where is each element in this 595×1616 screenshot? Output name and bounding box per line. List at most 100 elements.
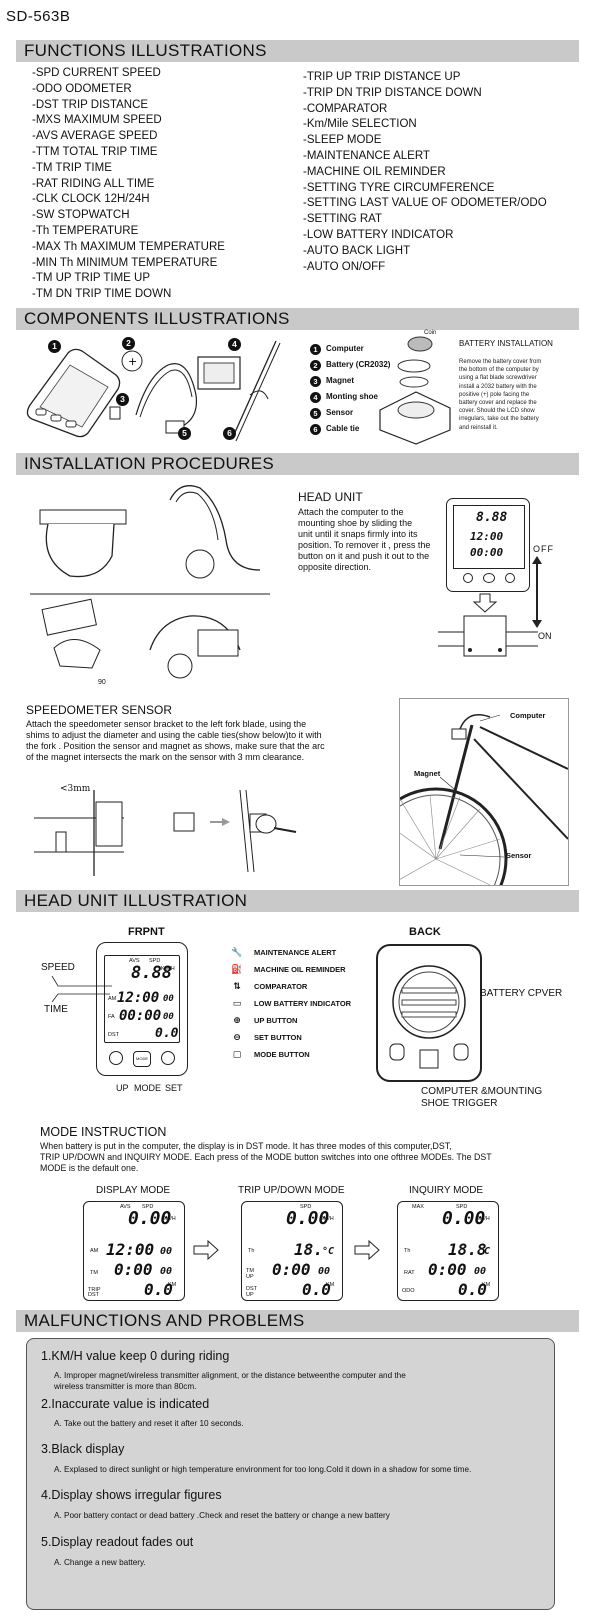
function-item: -AUTO ON/OFF: [303, 260, 386, 273]
front-lcd: AVS SPD 8.88 KM/H AM 12:00 00 FA 00:00 0…: [104, 955, 180, 1043]
battery-installation-title: BATTERY INSTALLATION: [459, 339, 553, 348]
function-item: -TM TRIP TIME: [32, 161, 112, 174]
mode-instruction-text: When battery is put in the computer, the…: [40, 1141, 492, 1173]
function-item: -SETTING LAST VALUE OF ODOMETER/ODO: [303, 197, 547, 210]
function-item: -SPD CURRENT SPEED: [32, 67, 161, 79]
coin-label: Coin: [424, 330, 437, 336]
functions-list-right: -TRIP UP TRIP DISTANCE UP -TRIP DN TRIP …: [303, 70, 547, 275]
function-item: -CLK CLOCK 12H/24H: [32, 193, 150, 206]
component-number: 1: [48, 340, 61, 353]
functions-list-left: -SPD CURRENT SPEED -ODO ODOMETER -DST TR…: [32, 66, 225, 303]
problem-answer: A. Take out the battery and reset it aft…: [54, 1419, 244, 1428]
legend-item: ⇅COMPARATOR: [228, 978, 351, 995]
battery-drawing: Coin: [376, 330, 454, 448]
mode-button[interactable]: MODE: [133, 1051, 151, 1067]
rotation-degree: 90: [98, 679, 106, 686]
problem-answer: A. Explased to direct sunlight or high t…: [54, 1465, 472, 1474]
set-callout: SET: [165, 1083, 183, 1093]
mode-title: DISPLAY MODE: [96, 1185, 171, 1196]
oil-can-icon: ⛽: [231, 964, 243, 974]
battery-icon: ▭: [232, 998, 242, 1008]
section-header-head-unit: HEAD UNIT ILLUSTRATION: [16, 890, 579, 912]
speed-callout: SPEED: [41, 962, 75, 973]
function-item: -TTM TOTAL TRIP TIME: [32, 145, 158, 158]
small-lcd: 8.88 12:00 00:00: [453, 505, 525, 569]
up-button-icon: ⊕: [233, 1015, 241, 1025]
set-button-icon: ⊖: [233, 1032, 241, 1042]
head-unit-back: [376, 944, 482, 1082]
mounting-shoe-drawing: [438, 593, 538, 657]
section-header-installation: INSTALLATION PROCEDURES: [16, 453, 579, 475]
problem-answer: A. Poor battery contact or dead battery …: [54, 1511, 390, 1520]
function-item: -ODO ODOMETER: [32, 82, 132, 95]
head-unit-title: HEAD UNIT: [298, 490, 363, 504]
set-button[interactable]: [505, 573, 515, 583]
arrow-right-icon: [193, 1240, 219, 1260]
legend-item: ▢MODE BUTTON: [228, 1046, 351, 1063]
mode-title: TRIP UP/DOWN MODE: [238, 1185, 345, 1196]
mode-button-icon: ▢: [232, 1049, 242, 1059]
icon-legend: 🔧MAINTENANCE ALERT ⛽MACHINE OIL REMINDER…: [228, 944, 351, 1063]
inquiry-mode-lcd: MAX SPD 0.00 KM/H Th 18.8 C RAT 0:00 00 …: [397, 1201, 499, 1301]
component-number: 6: [223, 427, 236, 440]
function-item: -LOW BATTERY INDICATOR: [303, 228, 454, 241]
bike-computer-label: Computer: [510, 711, 546, 720]
comparator-icon: ⇅: [233, 981, 241, 991]
function-item: -TM UP TRIP TIME UP: [32, 272, 150, 285]
battery-installation-text: Remove the battery cover from the bottom…: [459, 359, 542, 431]
display-mode-lcd: AVS SPD 0.00 KM/H AM 12:00 00 TM 0:00 00…: [83, 1201, 185, 1301]
legend-item: 🔧MAINTENANCE ALERT: [228, 944, 351, 961]
function-item: -MXS MAXIMUM SPEED: [32, 114, 162, 127]
section-header-functions: FUNCTIONS ILLUSTRATIONS: [16, 40, 579, 62]
components-illustration: + 1 2 3 4 5 6: [18, 335, 298, 445]
bike-illustration: Computer Magnet Sensor: [364, 698, 569, 931]
trip-mode-lcd: SPD 0.00 KM/H Th 18. °C TM UP 0:00 00 DS…: [241, 1201, 343, 1301]
problem-heading: 1.KM/H value keep 0 during riding: [41, 1349, 230, 1363]
sensor-drawings: <3mm: [34, 780, 304, 880]
set-button[interactable]: [161, 1051, 175, 1065]
up-callout: UP: [116, 1083, 129, 1093]
head-unit-text: Attach the computer to the mounting shoe…: [298, 507, 431, 572]
on-off-arrow-icon: [532, 556, 542, 628]
head-unit-front: AVS SPD 8.88 KM/H AM 12:00 00 FA 00:00 0…: [96, 942, 188, 1076]
legend-item: ⊕UP BUTTON: [228, 1012, 351, 1029]
function-item: -MACHINE OIL REMINDER: [303, 165, 446, 178]
section-header-malfunctions: MALFUNCTIONS AND PROBLEMS: [16, 1310, 579, 1332]
legend-item: ▭LOW BATTERY INDICATOR: [228, 995, 351, 1012]
mode-button[interactable]: [483, 573, 495, 583]
off-label: OFF: [533, 544, 554, 554]
front-label: FRPNT: [128, 926, 165, 938]
arrow-right-icon: [354, 1240, 380, 1260]
installation-drawings: 90: [30, 480, 270, 690]
mode-title: INQUIRY MODE: [409, 1185, 484, 1196]
clearance-label: <3mm: [60, 784, 91, 794]
trigger-label: COMPUTER &MOUNTING SHOE TRIGGER: [421, 1086, 543, 1109]
function-item: -SETTING TYRE CIRCUMFERENCE: [303, 181, 495, 194]
problem-answer: A. Change a new battery.: [54, 1558, 146, 1567]
bike-magnet-label: Magnet: [414, 769, 441, 778]
function-item: -MIN Th MINIMUM TEMPERATURE: [32, 256, 218, 269]
component-number: 5: [178, 427, 191, 440]
problem-heading: 2.Inaccurate value is indicated: [41, 1397, 210, 1411]
components-drawing: +: [26, 340, 281, 442]
svg-text:+: +: [128, 355, 137, 368]
up-button[interactable]: [109, 1051, 123, 1065]
function-item: -TM DN TRIP TIME DOWN: [32, 288, 172, 301]
component-number: 4: [228, 338, 241, 351]
function-item: -COMPARATOR: [303, 102, 388, 115]
function-item: -TRIP UP TRIP DISTANCE UP: [303, 71, 461, 83]
head-unit-small-illustration: 8.88 12:00 00:00: [446, 498, 530, 592]
function-item: -MAINTENANCE ALERT: [303, 149, 430, 162]
section-header-components: COMPONENTS ILLUSTRATIONS: [16, 308, 579, 330]
bike-sensor-label: Sensor: [506, 851, 532, 860]
up-button[interactable]: [463, 573, 473, 583]
problem-heading: 5.Display readout fades out: [41, 1535, 194, 1549]
component-number: 2: [122, 337, 135, 350]
mode-callout: MODE: [134, 1083, 161, 1093]
battery-cover-label: BATTERY CPVER: [480, 988, 563, 999]
wrench-icon: 🔧: [231, 947, 243, 957]
